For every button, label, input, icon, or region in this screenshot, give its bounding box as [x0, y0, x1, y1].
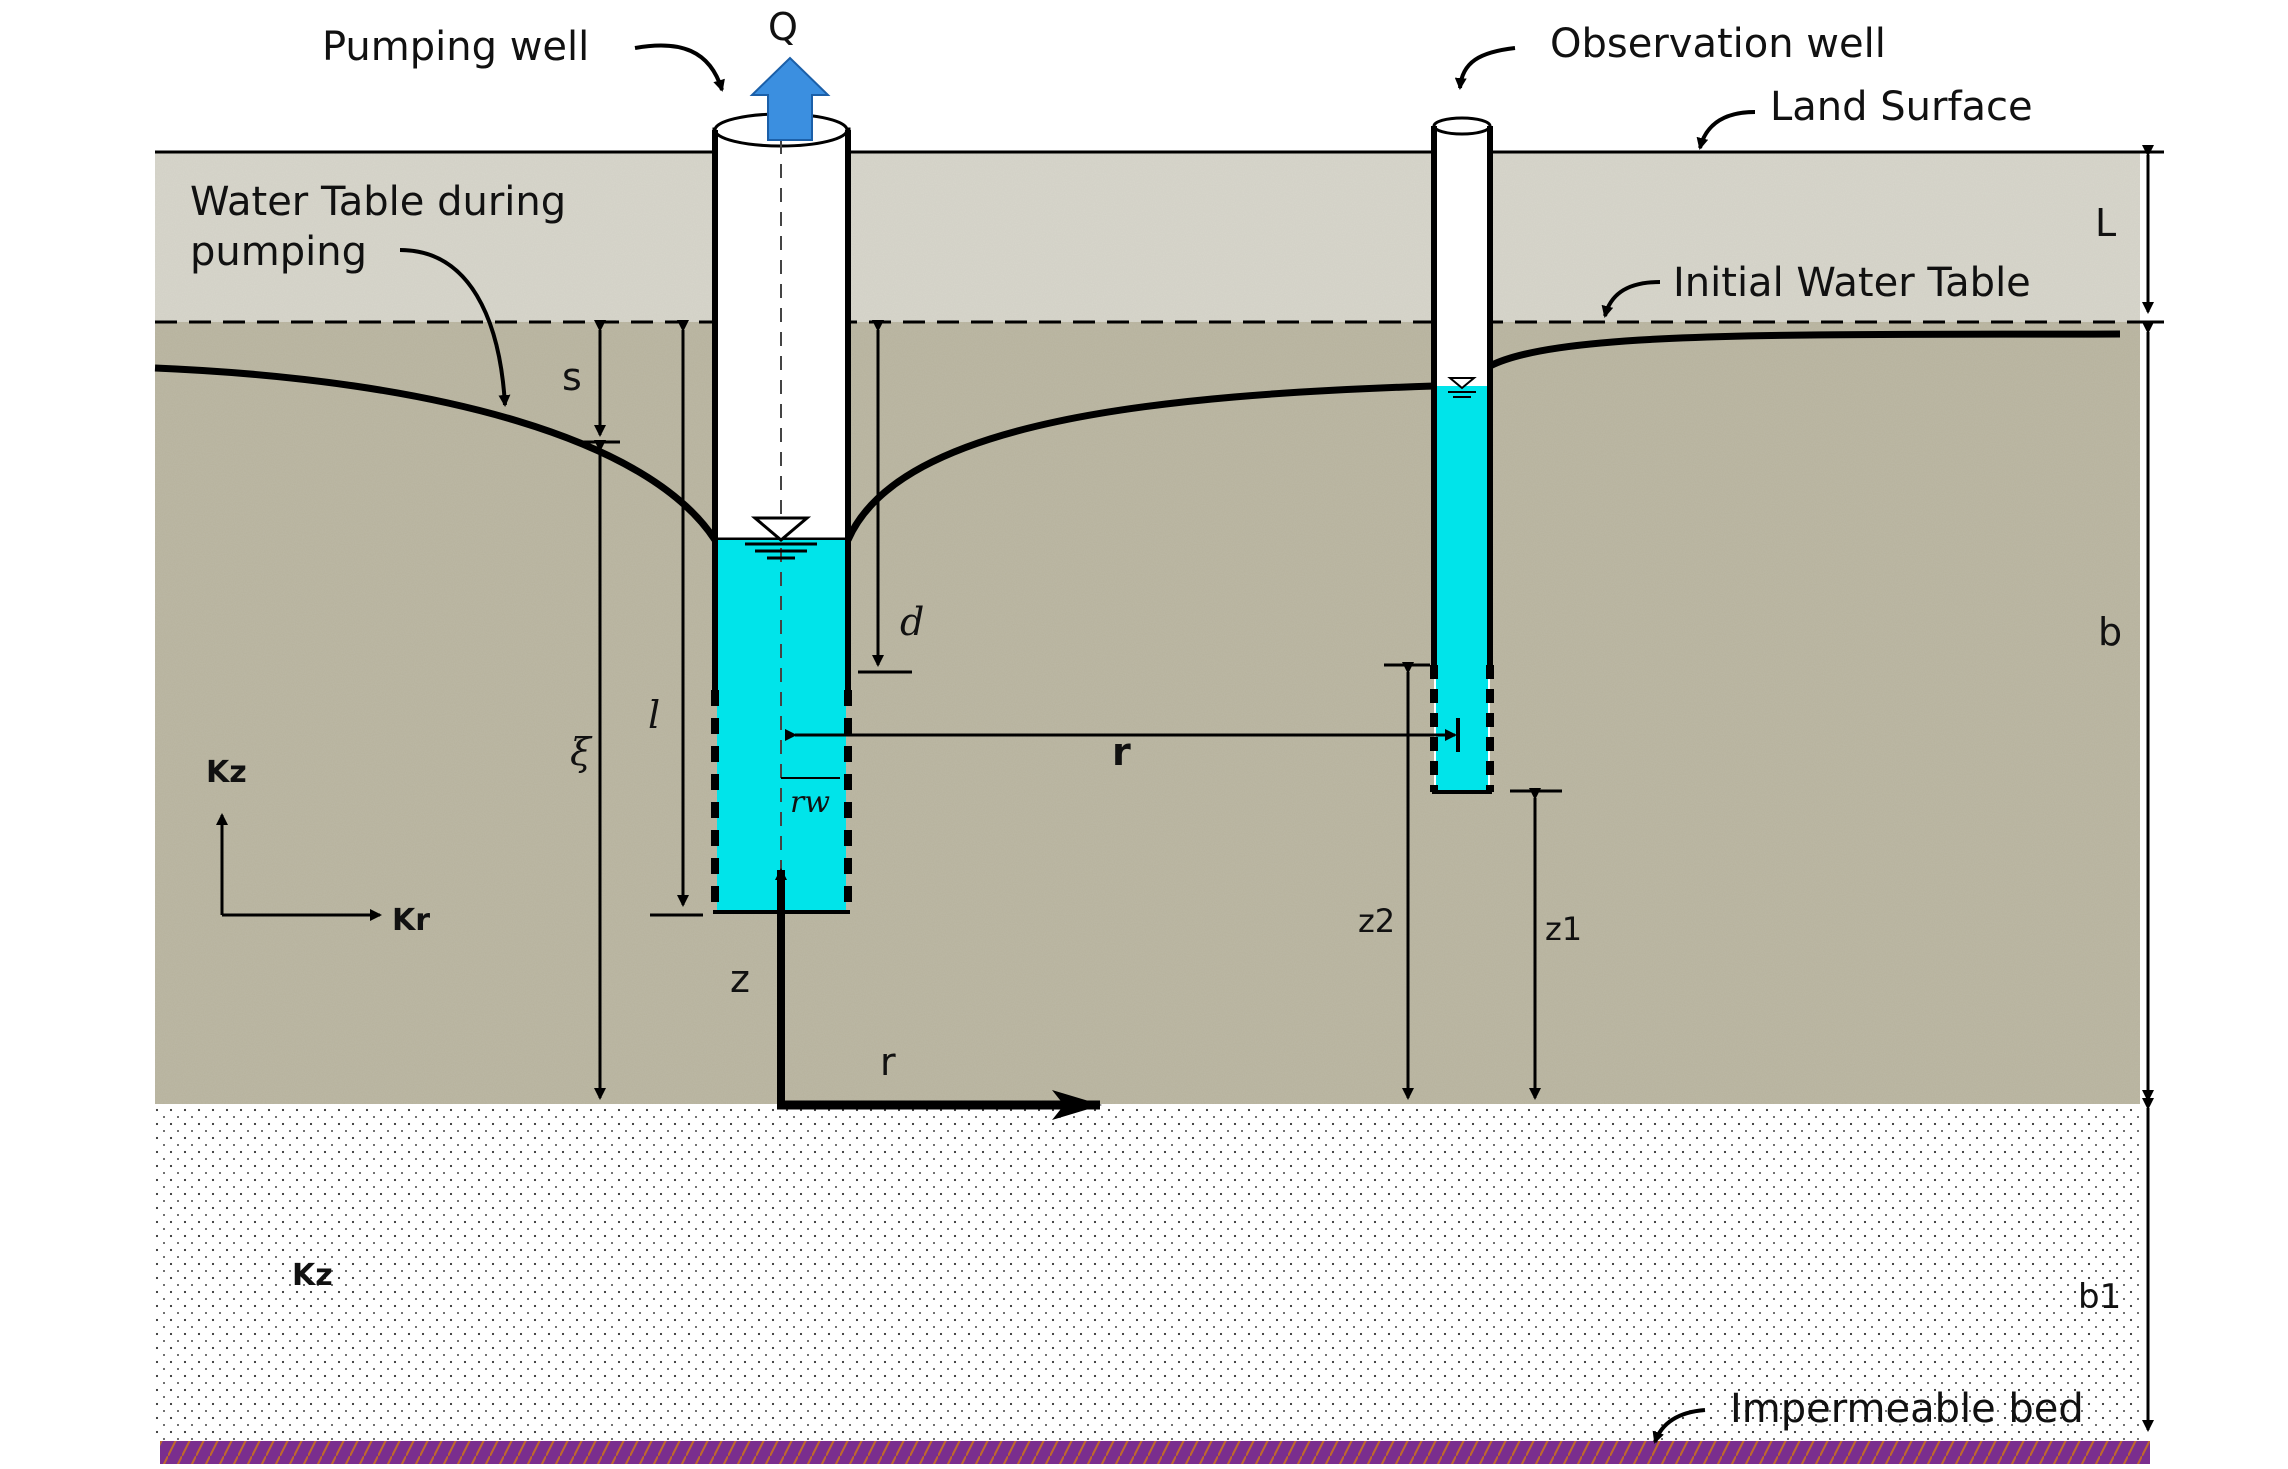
symbol-z1: z1 — [1545, 910, 1582, 948]
symbol-Kr-axis: Kr — [392, 903, 430, 938]
symbol-r-axis: r — [880, 1040, 896, 1084]
symbol-Q: Q — [768, 5, 798, 49]
symbol-Kz-axis: Kz — [206, 755, 247, 790]
soil-layers — [155, 152, 2150, 1467]
symbol-d: d — [900, 600, 924, 644]
leader-land-surface — [1696, 110, 1756, 150]
pumping-well — [711, 56, 852, 914]
observation-well-water — [1436, 386, 1488, 792]
symbol-r-distance: r — [1112, 730, 1131, 774]
leader-initial-water-table — [1601, 280, 1661, 318]
leader-pumping-well — [634, 43, 725, 92]
label-observation-well: Observation well — [1550, 21, 1886, 67]
observation-level-triangle — [1447, 377, 1477, 390]
symbol-rw: rw — [790, 785, 830, 820]
lower-layer-dots — [155, 1104, 2140, 1441]
discharge-arrow — [749, 56, 831, 141]
observation-well-top — [1432, 116, 1492, 136]
aquifer-texture — [155, 322, 2140, 1104]
label-initial-water-table: Initial Water Table — [1673, 260, 2031, 306]
symbol-L: L — [2095, 201, 2116, 245]
text-labels: Pumping well Observation well Land Surfa… — [190, 5, 2122, 1432]
label-pumping-well: Pumping well — [322, 24, 589, 70]
symbol-z-axis: z — [730, 957, 750, 1001]
label-water-table-pumping-1: Water Table during — [190, 179, 566, 225]
dimension-lines — [580, 145, 2164, 1432]
label-water-table-pumping-2: pumping — [190, 229, 367, 275]
symbol-xi: ξ — [570, 730, 593, 774]
symbol-z2: z2 — [1358, 902, 1395, 940]
unsaturated-zone-texture — [155, 152, 2140, 322]
leader-impermeable-bed — [1652, 1408, 1706, 1444]
leader-arrows — [399, 43, 1756, 1444]
leader-observation-well — [1454, 46, 1516, 90]
symbol-Kz-lower: Kz — [292, 1258, 333, 1293]
symbol-s: s — [562, 355, 582, 399]
water-level-triangle — [750, 516, 812, 542]
symbol-l: l — [648, 693, 660, 737]
symbol-b1: b1 — [2078, 1277, 2121, 1317]
label-land-surface: Land Surface — [1770, 84, 2033, 130]
anisotropy-axes — [216, 813, 382, 921]
leader-water-table-pumping — [399, 248, 511, 407]
symbol-b: b — [2098, 610, 2122, 654]
impermeable-bed-layer — [160, 1441, 2150, 1467]
coordinate-axes — [775, 868, 1102, 1120]
label-impermeable-bed: Impermeable bed — [1730, 1386, 2084, 1432]
observation-well — [1430, 116, 1494, 794]
